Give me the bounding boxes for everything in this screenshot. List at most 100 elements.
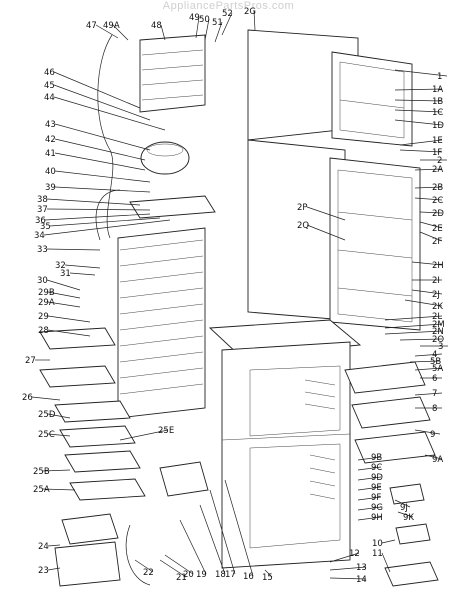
condenser-coil (117, 227, 206, 419)
leader-line-9k (397, 511, 414, 518)
callout-9c: 9C (371, 463, 382, 473)
leader-line-16 (224, 479, 254, 577)
leader-line-15 (264, 569, 273, 578)
callout-33: 33 (37, 245, 48, 255)
callout-9g: 9G (371, 503, 383, 513)
callout-51: 51 (212, 18, 223, 28)
leader-line-2k (404, 299, 443, 307)
callout-12: 12 (349, 549, 360, 559)
leader-line-5b (409, 360, 441, 363)
leader-line-9f (357, 496, 382, 501)
callout-9e: 9E (371, 483, 382, 493)
callout-19: 19 (196, 570, 207, 580)
callout-2o: 2O (432, 335, 444, 345)
callout-50: 50 (199, 15, 210, 25)
leader-line-10 (381, 539, 396, 544)
callout-9b: 9B (371, 453, 382, 463)
cabinet (208, 319, 362, 569)
leader-line-14 (329, 577, 367, 580)
leader-line-9 (414, 429, 441, 435)
leader-line-28 (47, 329, 91, 337)
leader-line-20 (164, 554, 194, 575)
callout-2g: 2G (244, 7, 256, 17)
leader-line-22 (134, 559, 154, 573)
callout-2n: 2N (432, 327, 444, 337)
leader-line-9e (357, 486, 382, 491)
callout-32: 32 (55, 261, 66, 271)
callout-13: 13 (356, 563, 367, 573)
callout-29a: 29A (38, 298, 55, 308)
callout-25c: 25C (38, 430, 55, 440)
callout-40: 40 (45, 167, 56, 177)
callout-29: 29 (38, 312, 49, 322)
callout-9f: 9F (371, 493, 381, 503)
leader-line-25e (119, 429, 169, 441)
leader-line-1b (394, 99, 443, 102)
leader-line-29 (47, 315, 91, 323)
callout-2h: 2H (432, 261, 444, 271)
callout-49a: 49A (103, 21, 120, 31)
callout-8: 8 (432, 404, 437, 414)
callout-30: 30 (37, 276, 48, 286)
evaporator (139, 34, 206, 113)
callout-2k: 2K (432, 302, 443, 312)
callout-18: 18 (215, 570, 226, 580)
callout-1: 1 (437, 72, 442, 82)
callout-25b: 25B (33, 467, 50, 477)
callout-25d: 25D (38, 410, 56, 420)
callout-9h: 9H (371, 513, 383, 523)
callout-27: 27 (25, 356, 36, 366)
leader-line-19 (179, 519, 207, 575)
leader-line-47 (95, 24, 119, 39)
callout-9j: 9J (400, 503, 408, 513)
leader-line-2c (414, 197, 443, 201)
base-plate (129, 195, 216, 219)
leader-line-1f (399, 149, 443, 153)
callout-2a: 2A (432, 165, 443, 175)
callout-1a: 1A (432, 85, 443, 95)
leader-line-26 (31, 396, 61, 401)
callout-45: 45 (44, 81, 55, 91)
leader-line-2b (414, 186, 443, 189)
leader-line-34 (43, 219, 171, 236)
leader-line-35 (49, 217, 161, 227)
leader-line-1d (394, 119, 443, 126)
callout-20: 20 (183, 570, 194, 580)
leader-line-12 (329, 552, 360, 563)
callout-2l: 2L (432, 312, 442, 322)
callout-2p: 2P (297, 203, 308, 213)
leader-line-32 (64, 264, 101, 269)
leader-line-25c (47, 433, 71, 437)
leader-line-2o (399, 338, 443, 341)
callout-2q: 2Q (297, 221, 309, 231)
freezer-door (247, 29, 413, 147)
callout-2b: 2B (432, 183, 443, 193)
callout-9a: 9A (432, 455, 443, 465)
leader-line-42 (54, 138, 146, 161)
leader-line-5a (414, 367, 443, 371)
leader-line-17 (209, 489, 236, 575)
leader-line-2m (384, 323, 443, 329)
leader-line-18 (199, 504, 226, 575)
leader-line-2j (411, 289, 443, 295)
callout-1c: 1C (432, 108, 443, 118)
callout-2j: 2J (432, 290, 440, 300)
callout-1d: 1D (432, 121, 444, 131)
leader-line-21 (159, 559, 187, 578)
leader-line-29b (47, 291, 81, 299)
leader-line-9g (357, 506, 382, 511)
leader-line-48 (160, 24, 166, 41)
callout-31: 31 (60, 269, 71, 279)
callout-35: 35 (40, 222, 51, 232)
callout-9d: 9D (371, 473, 383, 483)
leader-line-2l (384, 315, 443, 321)
leader-line-29a (47, 301, 81, 308)
callout-48: 48 (151, 21, 162, 31)
callout-3: 3 (438, 342, 443, 352)
leader-line-1a (394, 88, 443, 91)
leader-line-23 (47, 567, 61, 571)
leader-line-25b (42, 469, 71, 472)
callout-39: 39 (45, 183, 56, 193)
